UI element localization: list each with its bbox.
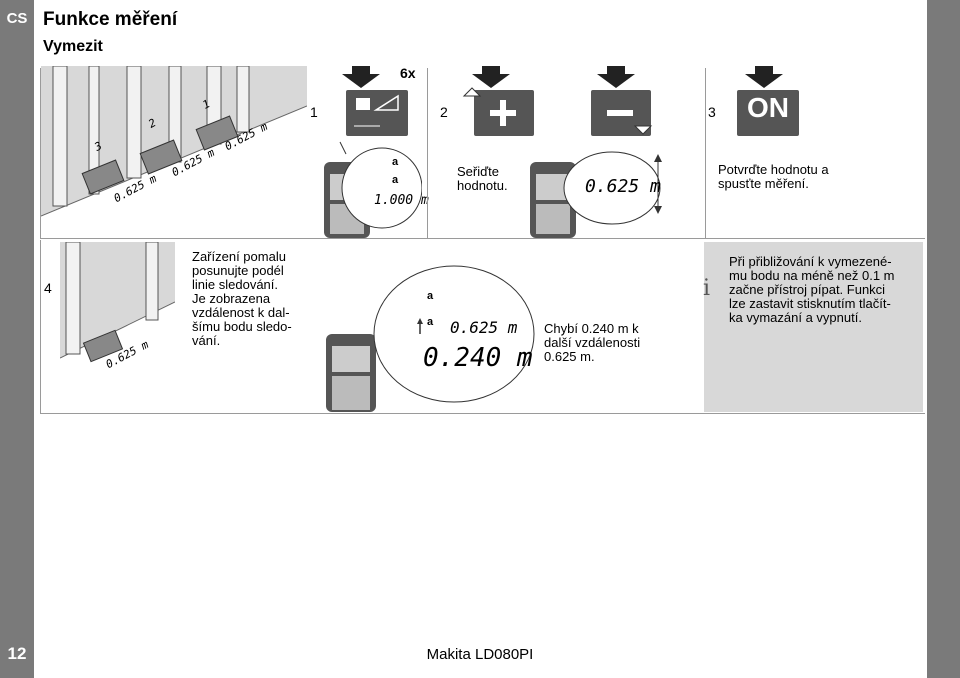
result-text: Chybí 0.240 m k — [544, 321, 639, 336]
step-text: Seřiďte — [457, 164, 499, 179]
lcd-main-value: 0.240 m — [423, 343, 533, 373]
step-text: hodnotu. — [457, 178, 508, 193]
lcd-value: 0.625 m — [450, 318, 518, 337]
lcd-a: a — [427, 290, 434, 302]
note-text: lze zastavit stisknutím tlačít- — [729, 296, 891, 311]
plus-button-icon — [462, 66, 534, 136]
page-number: 12 — [7, 644, 27, 663]
on-button-icon — [737, 66, 799, 136]
lcd-a: a — [392, 174, 399, 186]
row-divider — [40, 238, 925, 239]
step-text: vání. — [192, 333, 221, 348]
step-number: 2 — [440, 104, 448, 120]
step-text: posunujte podél — [192, 263, 284, 278]
result-text: další vzdálenosti — [544, 335, 641, 350]
minus-button-icon — [591, 66, 653, 136]
row-divider — [40, 413, 925, 414]
note-text: ka vymazání a vypnutí. — [729, 310, 862, 325]
section-title: Vymezit — [43, 38, 103, 55]
column-divider — [705, 68, 706, 238]
note-text: mu bodu na méně než 0.1 m — [729, 268, 895, 283]
note-text: začne přístroj pípat. Funkci — [729, 282, 886, 297]
result-text: 0.625 m. — [544, 349, 595, 364]
step-text: Je zobrazena — [192, 291, 271, 306]
page-title: Funkce měření — [43, 9, 178, 30]
step-text: spusťte měření. — [718, 176, 809, 191]
device-display — [324, 141, 422, 238]
wall-illustration — [41, 66, 307, 238]
lcd-a: a — [427, 316, 434, 328]
lcd-value: 0.625 m — [585, 176, 661, 197]
step-number: 3 — [708, 104, 716, 120]
device-display — [326, 265, 535, 412]
step-number: 1 — [310, 104, 318, 120]
step-text: Potvrďte hodnotu a — [718, 162, 829, 177]
wall-illustration — [60, 242, 175, 363]
note-box — [704, 242, 923, 412]
info-icon: i — [703, 276, 711, 301]
left-sidebar — [0, 0, 34, 678]
column-divider — [427, 68, 428, 238]
footer-text: Makita LD080PI — [426, 646, 534, 663]
language-code: CS — [6, 10, 28, 27]
device-display — [530, 151, 662, 238]
lcd-value: 1.000 m — [374, 193, 429, 208]
step-text: šímu bodu sledo- — [192, 319, 292, 334]
function-button-icon — [342, 66, 408, 136]
press-count: 6x — [400, 65, 416, 81]
step-text: vzdálenost k dal- — [192, 305, 290, 320]
lcd-a: a — [392, 156, 399, 168]
frame-left — [40, 68, 41, 238]
right-sidebar — [927, 0, 960, 678]
frame-left — [40, 240, 41, 413]
step-text: Zařízení pomalu — [192, 249, 286, 264]
note-text: Při přibližování k vymezené- — [729, 254, 892, 269]
on-label: ON — [747, 92, 789, 123]
step-text: linie sledování. — [192, 277, 278, 292]
step-number: 4 — [44, 280, 52, 296]
